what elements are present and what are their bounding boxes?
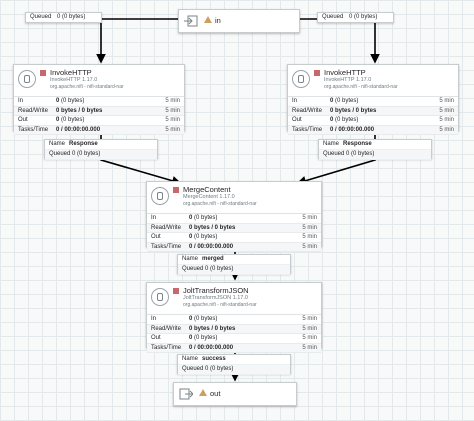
processor-icon (151, 288, 169, 306)
stopped-icon (173, 288, 179, 294)
name-label: Name (323, 141, 340, 147)
connection-name: Response (343, 141, 372, 147)
queued-label: Queued (49, 151, 71, 157)
processor-title: InvokeHTTP (324, 68, 366, 77)
output-port-icon (179, 388, 193, 400)
queued-value: 0 (0 bytes) (57, 14, 86, 20)
name-label: Name (49, 141, 66, 147)
processor-bundle: org.apache.nifi - nifi-standard-nar (183, 201, 257, 207)
queued-value: 0 (0 bytes) (205, 266, 234, 272)
input-port-icon (184, 15, 198, 27)
connection-line (96, 18, 178, 64)
warning-icon[interactable] (204, 16, 212, 23)
queued-label: Queued (30, 14, 52, 20)
connection-name: Response (69, 141, 98, 147)
processor-type: InvokeHTTP 1.17.0 (324, 77, 372, 83)
output-port[interactable]: out (173, 382, 297, 406)
name-label: Name (182, 256, 199, 262)
processor-type: JoltTransformJSON 1.17.0 (183, 295, 248, 301)
queue-label-left[interactable]: Queued 0 (0 bytes) (25, 12, 102, 23)
processor-bundle: org.apache.nifi - nifi-standard-nar (183, 302, 257, 308)
queued-label: Queued (182, 266, 204, 272)
connection-line (300, 18, 380, 64)
connection-name: merged (202, 256, 224, 262)
queue-label-right[interactable]: Queued 0 (0 bytes) (317, 12, 394, 23)
queued-label: Queued (322, 14, 344, 20)
processor-invokehttp-right[interactable]: InvokeHTTP InvokeHTTP 1.17.0 org.apache.… (287, 64, 459, 135)
queued-label: Queued (323, 151, 345, 157)
processor-title: JoltTransformJSON (183, 286, 249, 295)
processor-title: MergeContent (183, 185, 231, 194)
processor-bundle: org.apache.nifi - nifi-standard-nar (324, 84, 398, 90)
processor-jolttransformjson[interactable]: JoltTransformJSON JoltTransformJSON 1.17… (146, 282, 322, 353)
queued-value: 0 (0 bytes) (205, 366, 234, 372)
processor-type: MergeContent 1.17.0 (183, 194, 235, 200)
stopped-icon (173, 187, 179, 193)
input-port[interactable]: in (178, 9, 300, 33)
connection-name: success (202, 356, 226, 362)
processor-bundle: org.apache.nifi - nifi-standard-nar (50, 84, 124, 90)
queued-value: 0 (0 bytes) (72, 151, 101, 157)
stopped-icon (40, 70, 46, 76)
queued-label: Queued (182, 366, 204, 372)
processor-icon (18, 70, 36, 88)
processor-icon (151, 187, 169, 205)
name-label: Name (182, 356, 199, 362)
processor-mergecontent[interactable]: MergeContent MergeContent 1.17.0 org.apa… (146, 181, 322, 252)
output-port-name: out (210, 389, 221, 398)
stopped-icon (314, 70, 320, 76)
input-port-name: in (215, 16, 221, 25)
processor-type: InvokeHTTP 1.17.0 (50, 77, 98, 83)
queued-value: 0 (0 bytes) (346, 151, 375, 157)
processor-icon (292, 70, 310, 88)
processor-invokehttp-left[interactable]: InvokeHTTP InvokeHTTP 1.17.0 org.apache.… (13, 64, 185, 135)
queued-value: 0 (0 bytes) (349, 14, 378, 20)
warning-icon[interactable] (199, 389, 207, 396)
processor-title: InvokeHTTP (50, 68, 92, 77)
